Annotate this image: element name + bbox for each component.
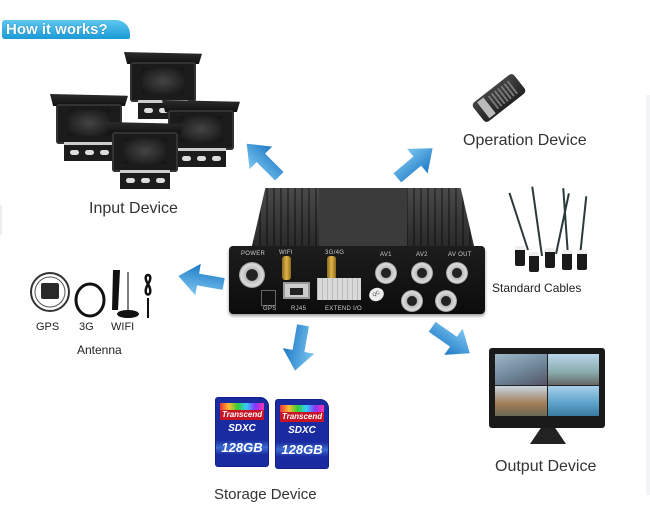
cable-icon — [505, 180, 595, 272]
port-label-rj45: RJ45 — [291, 306, 307, 312]
remote-icon — [471, 72, 527, 124]
power-port — [239, 262, 265, 288]
monitor-stand — [530, 428, 566, 444]
port-label-gps: GPS — [263, 306, 277, 312]
output-device-label: Output Device — [495, 458, 597, 475]
input-device-group — [50, 52, 240, 192]
camera-icon — [162, 100, 240, 167]
right-panel-edge — [646, 95, 650, 495]
av-out-port — [446, 262, 468, 284]
sd-type: SDXC — [228, 423, 256, 434]
storage-device-label: Storage Device — [214, 486, 317, 503]
arrow-icon — [277, 322, 320, 374]
antenna-wifi-label: WIFI — [111, 321, 135, 333]
port-label-av1: AV1 — [380, 252, 392, 258]
camera-icon — [106, 122, 184, 189]
antenna-label: Antenna — [77, 343, 122, 357]
port-label-extend: EXTEND I/O — [325, 306, 363, 312]
dvr-front-panel: POWER WIFI 3G/4G AV1 AV2 AV OUT QC GPS R… — [229, 246, 485, 314]
sd-card-icon: Transcend SDXC 128GB — [216, 398, 268, 466]
standard-cables-label: Standard Cables — [492, 281, 582, 295]
sd-brand: Transcend — [280, 412, 324, 422]
av4-port — [435, 290, 457, 312]
qc-sticker: QC — [366, 285, 387, 304]
antenna-3g-label: 3G — [79, 321, 94, 333]
port-label-power: POWER — [241, 251, 266, 257]
arrow-icon — [175, 258, 227, 301]
port-label-av2: AV2 — [416, 252, 428, 258]
left-panel-edge — [0, 205, 2, 235]
sd-card-icon: Transcend SDXC 128GB — [276, 400, 328, 468]
rj45-port — [283, 282, 310, 299]
arrow-icon — [234, 131, 292, 189]
dvr-top-cover — [252, 188, 474, 246]
arrow-icon — [422, 312, 480, 368]
gps-port — [261, 290, 276, 306]
sd-type: SDXC — [288, 425, 316, 436]
monitor-icon — [489, 348, 605, 428]
antenna-gps-label: GPS — [36, 321, 60, 333]
sd-capacity: 128GB — [276, 442, 328, 457]
av3-port — [401, 290, 423, 312]
port-label-3g: 3G/4G — [325, 250, 345, 256]
port-label-av-out: AV OUT — [448, 252, 472, 258]
input-device-label: Input Device — [89, 200, 178, 217]
antenna-icon — [28, 262, 168, 322]
operation-device-label: Operation Device — [463, 132, 587, 149]
arrow-icon — [386, 134, 444, 191]
sd-capacity: 128GB — [216, 440, 268, 455]
how-it-works-banner: How it works? — [2, 20, 130, 39]
sd-brand: Transcend — [220, 410, 264, 420]
3g-antenna-connector — [327, 256, 336, 280]
extend-io-port — [317, 278, 361, 300]
av1-port — [375, 262, 397, 284]
av2-port — [411, 262, 433, 284]
port-label-wifi: WIFI — [279, 250, 293, 256]
wifi-antenna-connector — [282, 256, 291, 280]
